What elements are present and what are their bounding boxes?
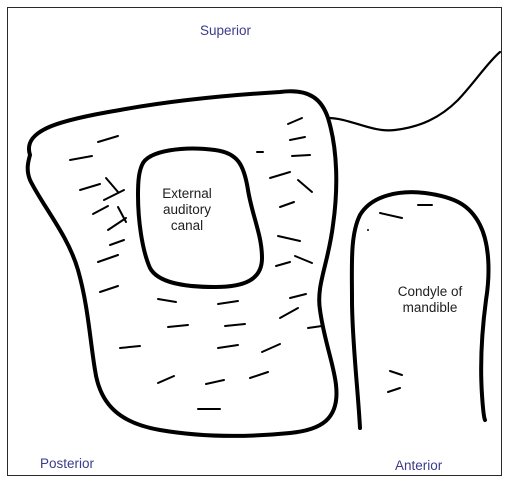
label-condyle-of-mandible: Condyle of mandible [384, 284, 476, 316]
label-posterior: Posterior [40, 456, 94, 472]
bone-hatching [70, 118, 322, 409]
articular-eminence-line [328, 52, 500, 130]
label-external-auditory-canal: External auditory canal [150, 186, 224, 235]
temporal-bone-outline [28, 91, 337, 436]
label-superior: Superior [200, 23, 251, 39]
label-anterior: Anterior [395, 458, 442, 474]
